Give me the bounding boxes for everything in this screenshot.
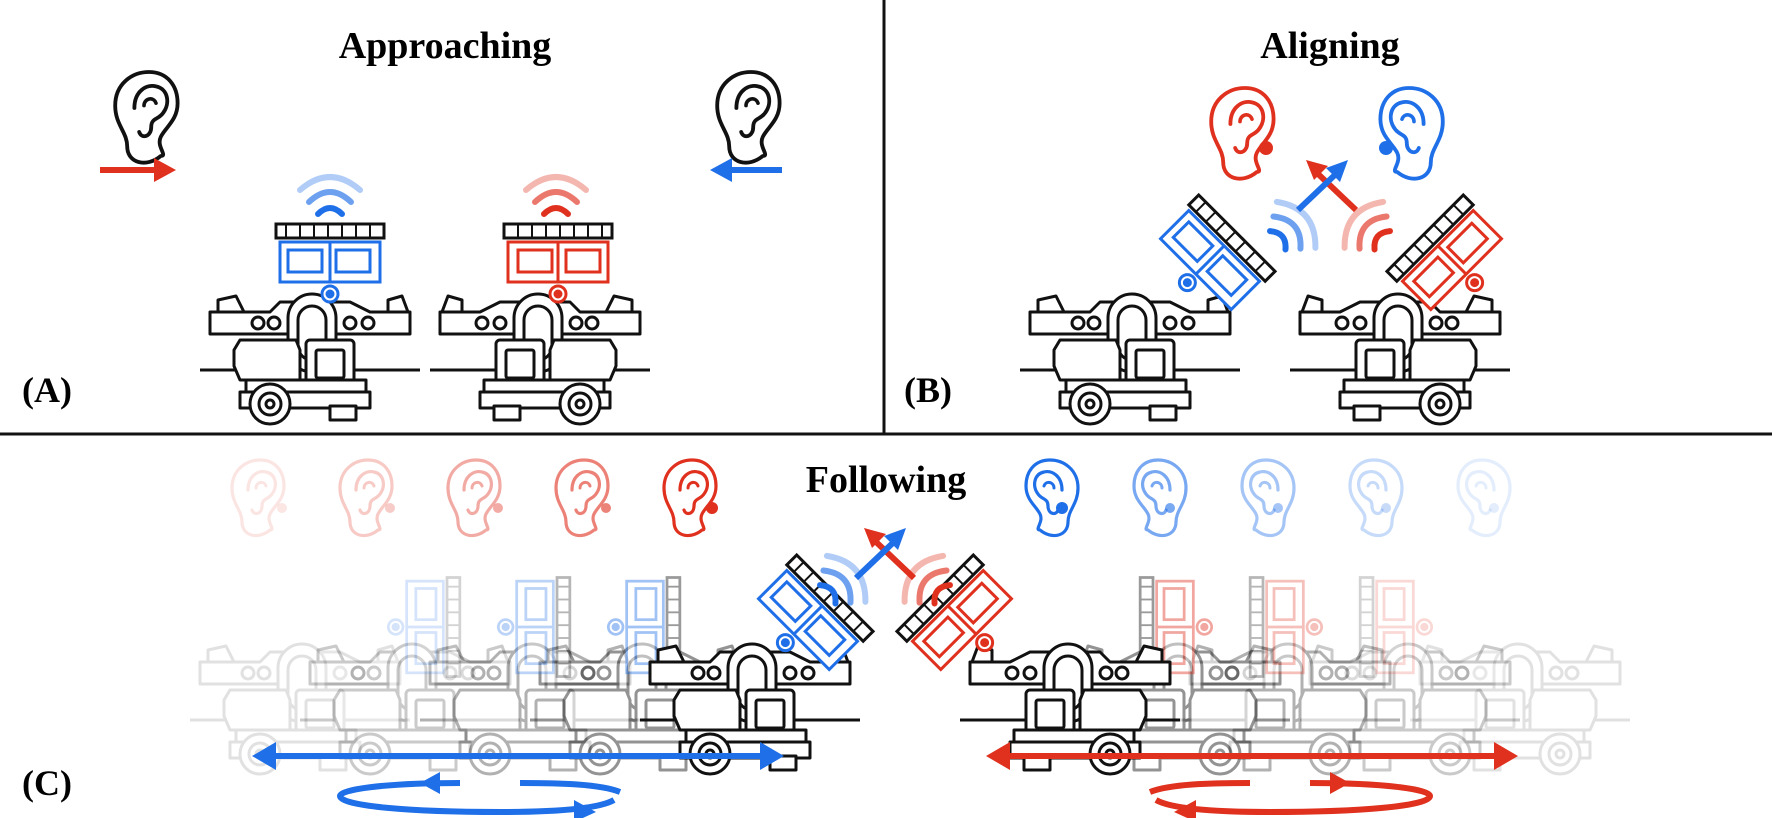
ghost-robots-right: [958, 576, 1632, 776]
robot-icon: [428, 292, 652, 426]
panel-approaching: Approaching (A): [22, 25, 782, 426]
arrow-icon: [864, 528, 917, 581]
wave-icon: [526, 177, 586, 214]
panel-a-title: Approaching: [339, 25, 552, 67]
robot-icon: [1018, 292, 1242, 426]
bidirectional-arrow: [252, 742, 784, 770]
ear-icon: [338, 458, 394, 538]
panel-b-label: (B): [904, 370, 952, 410]
rotation-loop-icon: [336, 772, 622, 818]
sound-dot: [1379, 141, 1393, 155]
arrow-icon: [1306, 160, 1359, 213]
robot-head-icon: [502, 222, 614, 304]
sound-dot: [1056, 502, 1068, 514]
arrow-icon: [853, 528, 906, 581]
ear-icon: [715, 70, 782, 165]
ear-icon: [1456, 458, 1512, 538]
ear-icon: [554, 458, 610, 538]
ear-icon: [662, 458, 718, 538]
ear-icon: [1348, 458, 1404, 538]
panel-following: Following (C): [22, 458, 1632, 818]
ear-icon: [230, 458, 286, 538]
robot-icon: [198, 292, 422, 426]
wave-icon: [1335, 194, 1402, 264]
ear-icon: [1378, 86, 1445, 181]
sound-dot: [1259, 141, 1273, 155]
panel-a-label: (A): [22, 370, 72, 410]
ear-icon: [446, 458, 502, 538]
ear-icon: [113, 70, 180, 165]
robot-icon: [1288, 292, 1512, 426]
robot-head-icon: [274, 222, 386, 304]
ear-icon: [1209, 86, 1276, 181]
ear-icon: [1024, 458, 1080, 538]
ear-icon: [1132, 458, 1188, 538]
ear-row-red: [230, 458, 718, 538]
panel-aligning: Aligning (B): [904, 25, 1520, 426]
arrow-icon: [710, 158, 782, 182]
panel-c-title: Following: [806, 459, 966, 501]
ear-row-blue: [1024, 458, 1512, 538]
panel-b-title: Aligning: [1260, 25, 1399, 67]
panel-c-label: (C): [22, 763, 72, 803]
arrow-icon: [100, 158, 176, 182]
rotation-loop-icon: [1148, 772, 1434, 818]
ear-icon: [1240, 458, 1296, 538]
bidirectional-arrow: [986, 742, 1518, 770]
wave-icon: [1258, 194, 1325, 264]
wave-icon: [300, 177, 360, 214]
arrow-icon: [1295, 160, 1348, 213]
